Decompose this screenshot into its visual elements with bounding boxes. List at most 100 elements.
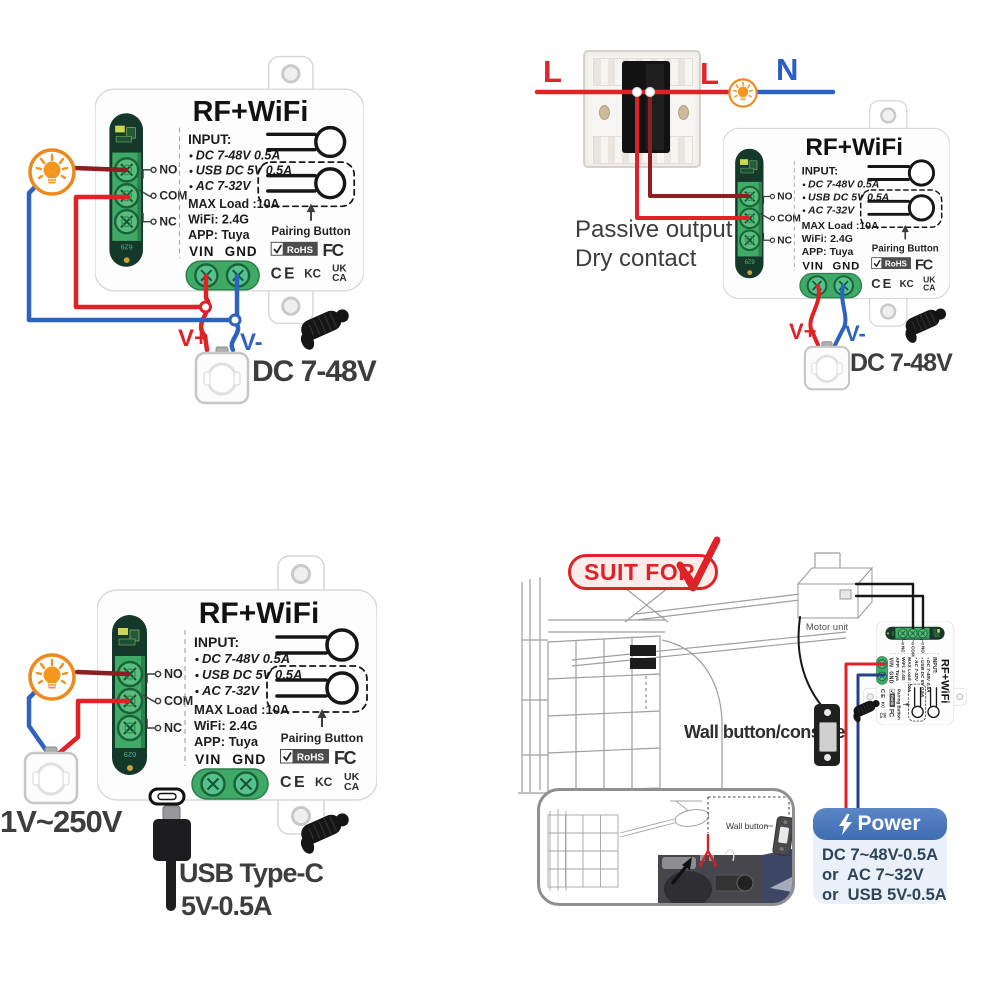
module-top-right: 629 NO COM NC RF+WiFi INPUT: DC 7-48V 0.… [723, 92, 950, 335]
terminal-screw-no [116, 660, 144, 688]
line-l-label-1: L [543, 54, 562, 89]
terminal-label-com: COM [910, 646, 915, 657]
spec-app: APP: Tuya [894, 657, 900, 681]
spec-app: APP: Tuya [802, 246, 854, 258]
rf-wifi-module: 629 NO COM NC RF+WiFi INPUT: DC 7-48V 0.… [97, 555, 377, 835]
terminal-label-nc: NC [159, 215, 177, 229]
input-dc: DC 7-48V 0.5A [808, 179, 879, 191]
installation-inset: Wall button [537, 788, 795, 906]
terminal-label-no: NO [777, 192, 792, 203]
rf-button-icon [867, 159, 936, 187]
svg-text:RoHS: RoHS [287, 245, 314, 256]
input-ac: AC 7-32V [913, 659, 919, 682]
svg-text:RoHS: RoHS [890, 695, 894, 706]
spec-max-load: MAX Load :10A [188, 197, 279, 211]
cert-ukca-uk: UK [332, 264, 347, 275]
rf-button-icon [275, 628, 359, 662]
power-adapter-icon [803, 340, 851, 391]
terminal-label-com: COM [159, 189, 187, 203]
svg-text:RoHS: RoHS [297, 753, 325, 764]
module-title: RF+WiFi [193, 96, 309, 128]
cert-ukca-uk: UK [344, 771, 360, 783]
vin-gnd-label: VIN GND [195, 751, 266, 767]
switch-screw-left [599, 105, 610, 120]
module-title: RF+WiFi [199, 597, 320, 630]
relay-contact-symbol [142, 670, 162, 732]
input-usb: USB DC 5V 0.5A [919, 660, 925, 698]
rf-wifi-module: 629 NO COM NC RF+WiFi INPUT: DC 7-48V 0.… [863, 621, 967, 725]
pairing-label: Pairing Button [271, 226, 350, 238]
terminal-screw-com [116, 687, 144, 715]
cert-kc: KC [315, 775, 333, 789]
cert-fcc: FC [334, 748, 356, 768]
bulb-icon [28, 653, 76, 701]
terminal-screw-nc [897, 628, 908, 639]
cert-fcc: FC [323, 240, 344, 260]
v-minus-label: V- [845, 321, 866, 346]
usb-type-c-label: USB Type-C [179, 858, 324, 888]
input-label: INPUT: [194, 634, 239, 650]
relay-contact-symbol [901, 638, 925, 646]
spec-wifi: WiFi: 2.4G [900, 657, 906, 681]
terminal-label-nc: NC [164, 721, 182, 735]
switch-screw-right [678, 105, 689, 120]
cert-ce: CE [871, 276, 893, 291]
lightning-icon [839, 813, 853, 835]
rf-button-icon [927, 687, 940, 719]
module-top-left: 629 NO COM NC RF+WiFi INPUT: DC 7-48V 0.… [95, 46, 364, 334]
pairing-button-icon [859, 189, 943, 228]
input-ac: AC 7-32V [195, 179, 252, 193]
suit-for-text: SUIT FOR [584, 558, 696, 585]
spec-wifi: WiFi: 2.4G [188, 213, 249, 227]
cert-kc: KC [880, 702, 885, 709]
spec-wifi: WiFi: 2.4G [194, 718, 257, 733]
spec-wifi: WiFi: 2.4G [802, 233, 853, 245]
cert-fcc: FC [915, 257, 934, 273]
terminal-label-nc: NC [777, 235, 792, 246]
garage-trolley [630, 645, 656, 712]
wall-button-console-label: Wall button/console [684, 722, 845, 742]
terminal-screw-com [113, 183, 140, 209]
input-label: INPUT: [802, 166, 839, 178]
svg-text:RoHS: RoHS [885, 260, 908, 269]
pairing-button-icon [257, 161, 356, 208]
inset-arrow [670, 862, 690, 886]
power-rating-label: DC 7-48V [850, 349, 953, 377]
pcb-code: 629 [124, 750, 137, 759]
power-spec-box: Power DC 7~48V-0.5A or AC 7~32V or USB 5… [813, 808, 947, 904]
power-option-dc: DC 7~48V-0.5A [822, 846, 939, 864]
check-icon [676, 536, 721, 592]
wall-button-key [819, 722, 837, 752]
v-plus-label: V+ [789, 319, 817, 344]
spec-app: APP: Tuya [188, 228, 250, 242]
terminal-label-com: COM [164, 694, 193, 708]
vin-gnd-label: VIN GND [887, 657, 893, 683]
inset-motor-photo [658, 849, 792, 903]
wire-wall-button [797, 616, 822, 706]
pcb: 629 [109, 113, 143, 267]
inset-wall-button-label: Wall button [726, 821, 768, 831]
cert-ukca-ca: CA [923, 282, 935, 292]
wall-button [814, 704, 840, 766]
input-label: INPUT: [931, 657, 937, 674]
input-dc: DC 7-48V 0.5A [196, 148, 281, 162]
cert-ce: CE [271, 265, 297, 282]
input-dc: DC 7-48V 0.5A [925, 660, 931, 693]
input-label: INPUT: [188, 132, 231, 147]
vin-gnd-label: VIN GND [189, 244, 257, 259]
cert-ce: CE [280, 774, 307, 791]
terminal-screw-com [907, 628, 918, 639]
cert-ce: CE [879, 689, 885, 699]
module-bottom-left: 629 NO COM NC RF+WiFi INPUT: DC 7-48V 0.… [97, 545, 377, 845]
voltage-range-label: 1V~250V [0, 804, 122, 839]
v-minus-label: V- [240, 329, 263, 356]
terminal-screw-nc [116, 714, 144, 742]
v-plus-label: V+ [178, 325, 209, 352]
power-box-header: Power [813, 808, 947, 840]
dry-contact-caption: Dry contact [575, 245, 697, 272]
cert-rohs: RoHS [889, 688, 896, 708]
spec-max-load: MAX Load :10A [906, 657, 912, 693]
vin-gnd-terminal [876, 656, 888, 685]
terminal-label-no: NO [159, 163, 177, 177]
module-garage-rotated: 629 NO COM NC RF+WiFi INPUT: DC 7-48V 0.… [860, 621, 971, 725]
